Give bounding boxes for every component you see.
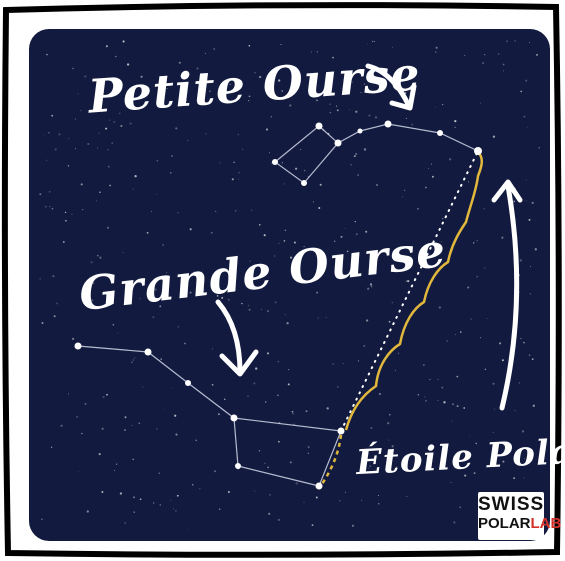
star: [75, 343, 82, 350]
star: [385, 121, 392, 128]
star: [272, 159, 278, 165]
star: [316, 123, 323, 130]
logo-line-1: SWISS: [478, 495, 544, 515]
star: [338, 428, 345, 435]
logo-line-2: POLARLAB: [478, 515, 544, 533]
pole-star: [474, 147, 482, 155]
star: [335, 140, 342, 147]
star: [231, 415, 238, 422]
logo-polar: POLAR: [478, 515, 531, 532]
star: [358, 129, 363, 134]
star: [316, 483, 323, 490]
logo-lab: LAB: [531, 515, 562, 532]
star: [145, 349, 152, 356]
star: [437, 130, 443, 136]
star: [185, 380, 191, 386]
star: [235, 463, 241, 469]
star: [301, 180, 307, 186]
swiss-polar-lab-logo: SWISS POLARLAB: [478, 492, 544, 540]
